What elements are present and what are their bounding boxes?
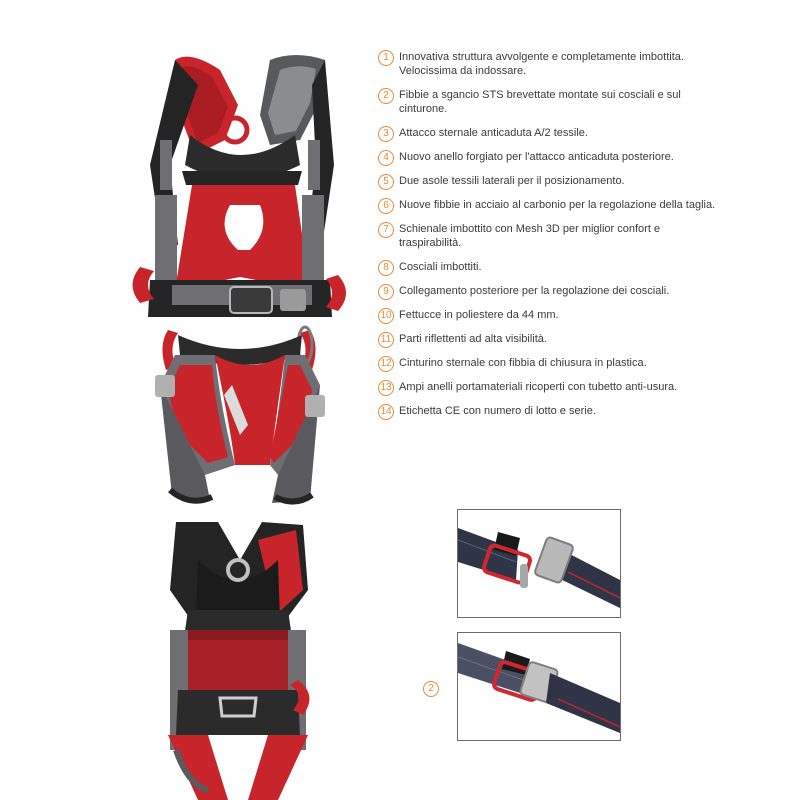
feature-number-badge: 1 (378, 50, 394, 66)
buckle-callout-badge: 2 (423, 681, 439, 697)
feature-item: 11 Parti riflettenti ad alta visibilità. (378, 332, 718, 348)
feature-number-badge: 9 (378, 284, 394, 300)
feature-number-badge: 8 (378, 260, 394, 276)
feature-number-badge: 11 (378, 332, 394, 348)
feature-item: 7 Schienale imbottito con Mesh 3D per mig… (378, 222, 718, 250)
feature-text: Ampi anelli portamateriali ricoperti con… (399, 381, 678, 393)
feature-number-badge: 4 (378, 150, 394, 166)
harness-front-photo (120, 45, 360, 510)
feature-item: 10 Fettucce in poliestere da 44 mm. (378, 308, 718, 324)
feature-text: Cosciali imbottiti. (399, 261, 482, 273)
feature-text: Etichetta CE con numero di lotto e serie… (399, 405, 596, 417)
feature-number-badge: 5 (378, 174, 394, 190)
feature-number-badge: 12 (378, 356, 394, 372)
feature-text: Nuovo anello forgiato per l'attacco anti… (399, 151, 674, 163)
feature-item: 5 Due asole tessili laterali per il posiz… (378, 174, 718, 190)
feature-number-badge: 13 (378, 380, 394, 396)
feature-text: Schienale imbottito con Mesh 3D per migl… (399, 223, 661, 249)
harness-back-illustration (168, 522, 310, 800)
buckle-closed-illustration (458, 643, 620, 733)
harness-back-photo (158, 520, 318, 800)
feature-text: Due asole tessili laterali per il posizi… (399, 175, 625, 187)
feature-text: Nuove fibbie in acciaio al carbonio per … (399, 199, 716, 211)
sts-buckle-open-photo (457, 509, 621, 618)
feature-item: 3 Attacco sternale anticaduta A/2 tessile… (378, 126, 718, 142)
feature-list: 1 Innovativa struttura avvolgente e compl… (378, 50, 718, 428)
feature-number-badge: 10 (378, 308, 394, 324)
feature-text: Innovativa struttura avvolgente e comple… (399, 51, 684, 77)
feature-item: 9 Collegamento posteriore per la regolazi… (378, 284, 718, 300)
feature-text: Attacco sternale anticaduta A/2 tessile. (399, 127, 588, 139)
feature-number-badge: 6 (378, 198, 394, 214)
feature-item: 4 Nuovo anello forgiato per l'attacco ant… (378, 150, 718, 166)
sts-buckle-closed-photo (457, 632, 621, 741)
feature-item: 2 Fibbie a sgancio STS brevettate montate… (378, 88, 718, 116)
feature-number-badge: 7 (378, 222, 394, 238)
feature-number-badge: 14 (378, 404, 394, 420)
feature-item: 14 Etichetta CE con numero di lotto e ser… (378, 404, 718, 420)
feature-number-badge: 3 (378, 126, 394, 142)
feature-item: 6 Nuove fibbie in acciaio al carbonio per… (378, 198, 718, 214)
feature-text: Cinturino sternale con fibbia di chiusur… (399, 357, 647, 369)
feature-text: Fibbie a sgancio STS brevettate montate … (399, 89, 681, 115)
buckle-open-illustration (458, 528, 620, 608)
feature-item: 8 Cosciali imbottiti. (378, 260, 718, 276)
feature-item: 12 Cinturino sternale con fibbia di chius… (378, 356, 718, 372)
feature-text: Collegamento posteriore per la regolazio… (399, 285, 670, 297)
feature-number-badge: 2 (378, 88, 394, 104)
feature-item: 1 Innovativa struttura avvolgente e compl… (378, 50, 718, 78)
feature-text: Parti riflettenti ad alta visibilità. (399, 333, 547, 345)
harness-front-illustration (132, 55, 346, 505)
feature-text: Fettucce in poliestere da 44 mm. (399, 309, 559, 321)
feature-item: 13 Ampi anelli portamateriali ricoperti c… (378, 380, 718, 396)
